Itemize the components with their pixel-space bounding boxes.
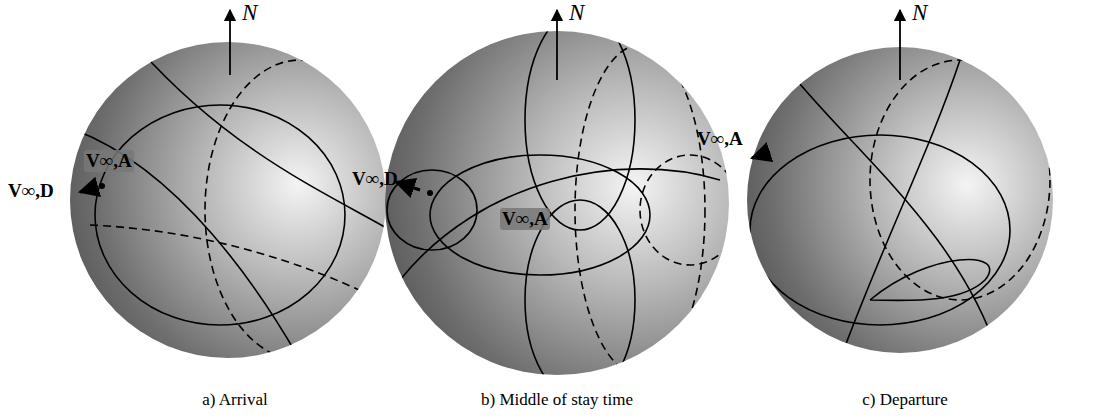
velocity-label: V∞,D [6, 180, 56, 202]
velocity-label: V∞,A [695, 128, 745, 150]
north-label: N [569, 0, 584, 26]
north-label: N [242, 0, 257, 26]
velocity-label: V∞,A [500, 208, 550, 230]
north-label: N [912, 0, 927, 26]
panel-caption: a) Arrival [202, 390, 268, 410]
panel-caption: c) Departure [862, 390, 947, 410]
velocity-label: V∞,A [84, 150, 134, 172]
panel-caption: b) Middle of stay time [481, 390, 633, 410]
velocity-label: V∞,D [350, 168, 400, 190]
